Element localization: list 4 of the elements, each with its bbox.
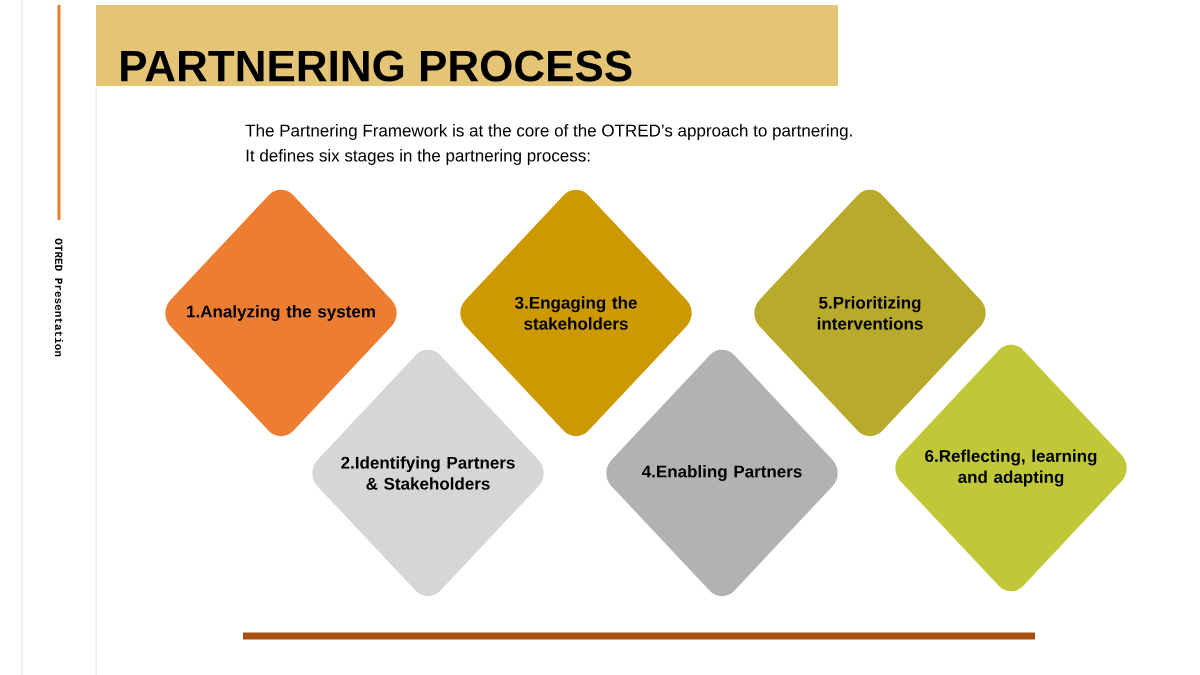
intro-text: The Partnering Framework is at the core of the OTRED’s approach to partnering. xyxy=(245,124,852,140)
intro-text: It defines six stages in the partnering process: xyxy=(246,149,590,165)
side-caption: OTRED Presentation xyxy=(54,238,64,357)
title: PARTNERING PROCESS xyxy=(121,50,632,82)
